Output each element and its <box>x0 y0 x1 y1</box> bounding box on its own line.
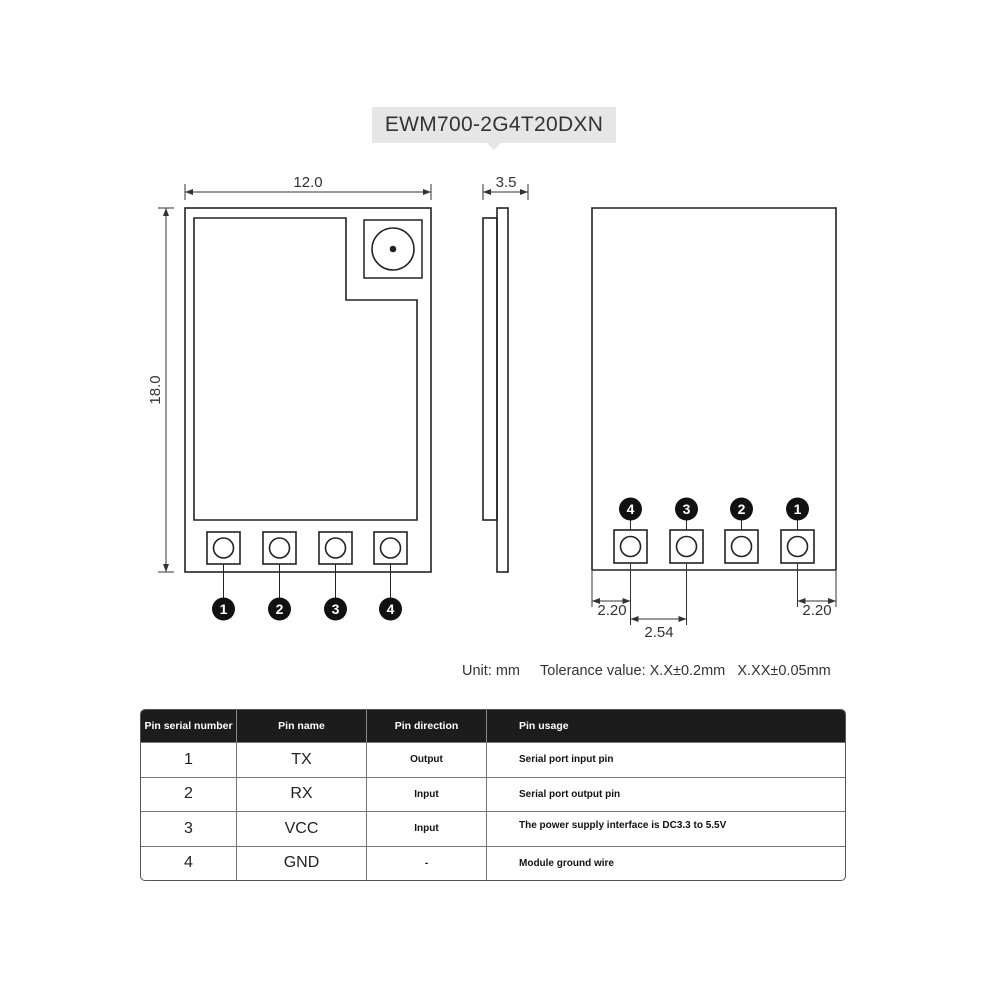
dim-edge-left-label: 2.20 <box>597 602 626 619</box>
header-pin-serial-number: Pin serial number <box>141 710 237 742</box>
cell-usage: Serial port output pin <box>519 788 621 800</box>
cell-name: RX <box>237 777 367 811</box>
cell-name: VCC <box>237 812 367 846</box>
header-pin-usage: Pin usage <box>519 720 569 732</box>
cell-direction: Output <box>367 743 487 777</box>
back-pin-ball-4: 4 <box>619 497 642 521</box>
cell-direction: Input <box>367 812 487 846</box>
cell-usage: The power supply interface is DC3.3 to 5… <box>519 820 727 831</box>
back-pad-2-hole <box>730 535 753 558</box>
header-pin-name: Pin name <box>237 710 367 742</box>
cell-name: TX <box>237 743 367 777</box>
back-pin-ball-1: 1 <box>786 497 809 521</box>
side-view-pcb <box>496 207 509 573</box>
back-pin-ball-2: 2 <box>730 497 753 521</box>
antenna-connector-ring <box>371 227 415 271</box>
side-view-shield <box>482 217 498 521</box>
model-title-box: EWM700-2G4T20DXN <box>372 107 616 150</box>
back-pad-4 <box>613 529 648 564</box>
antenna-connector-hole <box>389 245 397 253</box>
front-pin-ball-1: 1 <box>212 597 235 621</box>
model-title: EWM700-2G4T20DXN <box>384 113 604 136</box>
front-pad-1 <box>206 531 241 565</box>
cell-number: 3 <box>141 812 237 846</box>
front-shield-outline <box>193 217 418 521</box>
back-pin-ball-2-number: 2 <box>738 501 746 517</box>
front-view-outline <box>184 207 432 573</box>
front-pad-3 <box>318 531 353 565</box>
cell-number: 2 <box>141 777 237 811</box>
table-row: 2 RX Input Serial port output pin <box>141 776 845 811</box>
back-pad-2 <box>724 529 759 564</box>
dim-edge-right-label: 2.20 <box>802 602 831 619</box>
mechanical-drawing: 12.0 18.0 3.5 2.20 2.20 2.54 1 2 3 4 4 3… <box>147 174 837 641</box>
back-pad-4-hole <box>619 535 642 558</box>
unit-note: Unit: mm <box>462 663 520 679</box>
cell-number: 1 <box>141 743 237 777</box>
front-pin-ball-2: 2 <box>268 597 291 621</box>
dim-thickness-label: 3.5 <box>496 174 517 191</box>
antenna-connector <box>363 219 423 279</box>
back-pad-3 <box>669 529 704 564</box>
dim-pitch-label: 2.54 <box>644 624 673 641</box>
front-pin-ball-1-number: 1 <box>220 601 228 617</box>
front-pin-ball-2-number: 2 <box>276 601 284 617</box>
back-pad-1-hole <box>786 535 809 558</box>
front-pad-2-hole <box>268 537 291 559</box>
front-pad-4 <box>373 531 408 565</box>
header-pin-direction: Pin direction <box>367 710 487 742</box>
pin-table: Pin serial number Pin name Pin direction… <box>140 709 846 881</box>
back-pin-ball-3-number: 3 <box>683 501 691 517</box>
dim-height-label: 18.0 <box>147 375 164 404</box>
dim-width-label: 12.0 <box>293 174 322 191</box>
tolerance-note: Unit: mm Tolerance value: X.X±0.2mm X.XX±… <box>462 663 851 679</box>
front-pin-ball-3: 3 <box>324 597 347 621</box>
front-pin-ball-3-number: 3 <box>332 601 340 617</box>
front-pad-2 <box>262 531 297 565</box>
pin-table-header: Pin serial number Pin name Pin direction… <box>141 710 845 742</box>
cell-number: 4 <box>141 846 237 880</box>
cell-usage: Serial port input pin <box>519 754 614 766</box>
back-view-outline <box>591 207 837 570</box>
back-pad-1 <box>780 529 815 564</box>
cell-direction: - <box>367 846 487 880</box>
front-pad-1-hole <box>212 537 235 559</box>
front-pin-ball-4: 4 <box>379 597 402 621</box>
table-row: 3 VCC Input The power supply interface i… <box>141 811 845 846</box>
tolerance-value: Tolerance value: X.X±0.2mm X.XX±0.05mm <box>540 663 831 679</box>
back-pin-ball-4-number: 4 <box>627 501 635 517</box>
front-pad-4-hole <box>379 537 402 559</box>
back-pad-3-hole <box>675 535 698 558</box>
table-row: 4 GND - Module ground wire <box>141 845 845 880</box>
cell-usage: Module ground wire <box>519 857 614 869</box>
front-pin-ball-4-number: 4 <box>387 601 395 617</box>
table-row: 1 TX Output Serial port input pin <box>141 742 845 777</box>
cell-name: GND <box>237 846 367 880</box>
back-pin-ball-1-number: 1 <box>794 501 802 517</box>
back-pin-ball-3: 3 <box>675 497 698 521</box>
front-pad-3-hole <box>324 537 347 559</box>
cell-direction: Input <box>367 777 487 811</box>
